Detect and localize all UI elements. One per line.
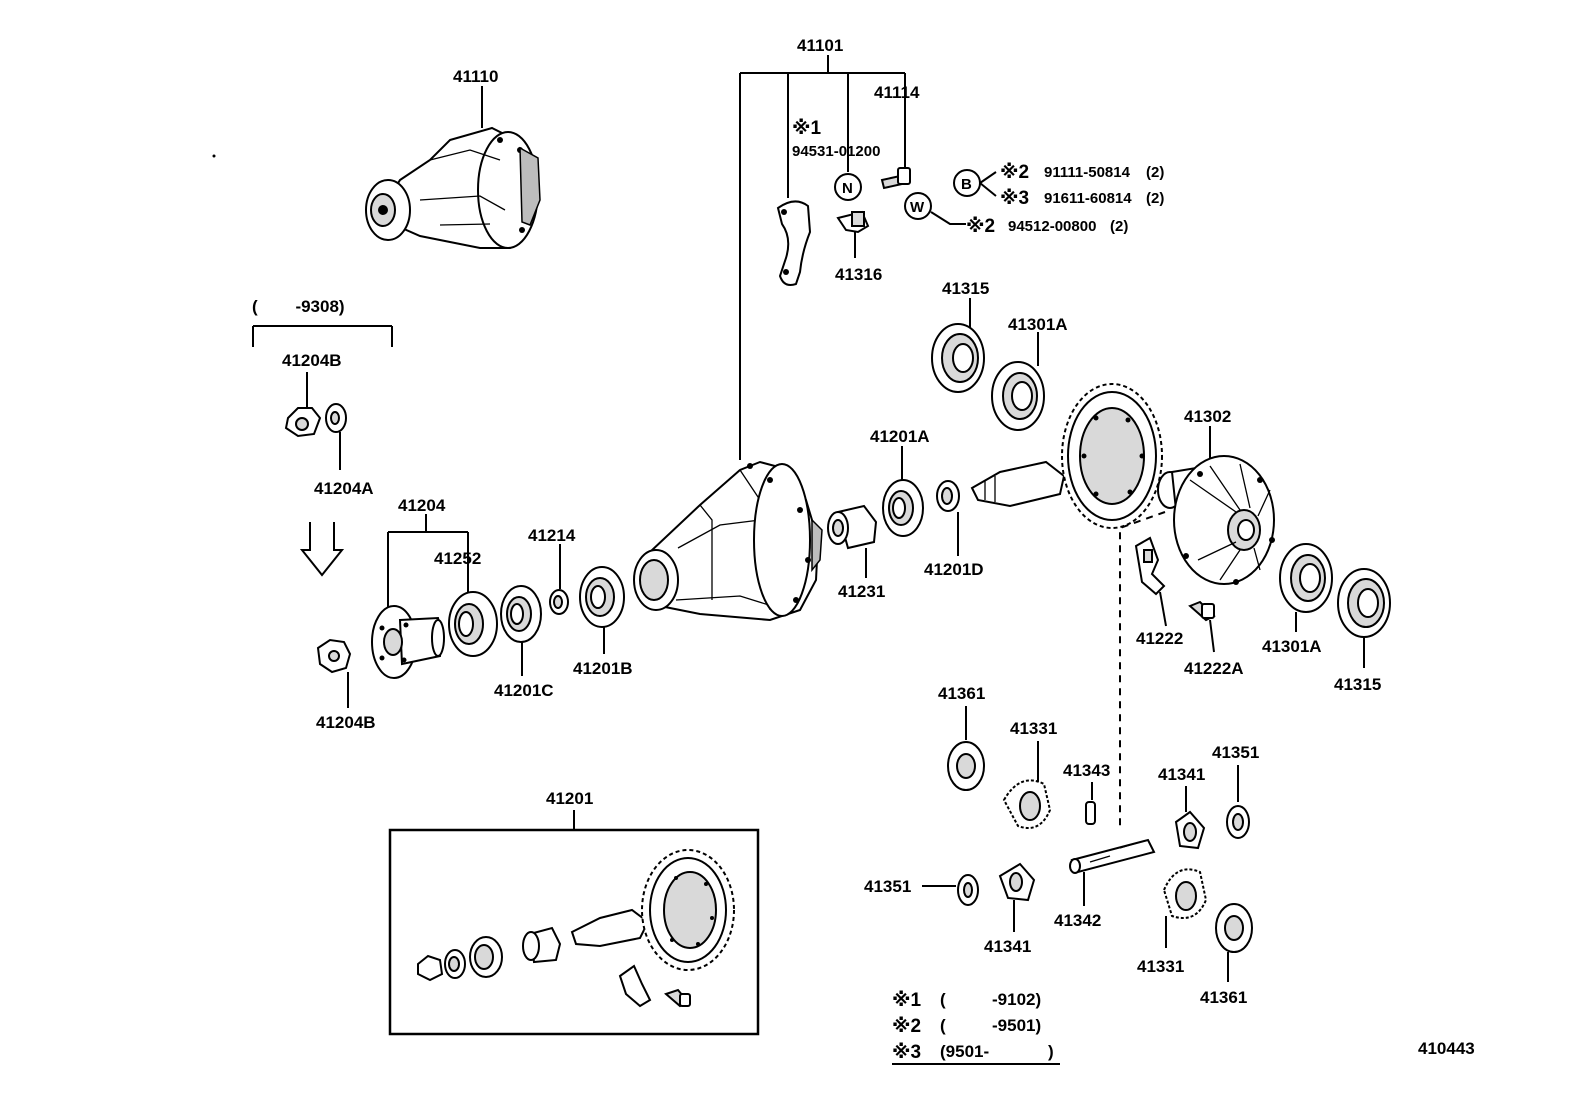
carrier-assembly-41110 xyxy=(365,86,541,249)
label-41204B-bottom: 41204B xyxy=(316,713,376,732)
label-41343: 41343 xyxy=(1063,761,1110,780)
ref-mark-1: ※1 xyxy=(792,118,821,139)
label-41302: 41302 xyxy=(1184,407,1231,426)
carrier-housing xyxy=(633,460,823,622)
diagram-id: 410443 xyxy=(1418,1039,1475,1058)
label-41252: 41252 xyxy=(434,549,481,568)
symbol-W: W xyxy=(910,199,925,216)
legend-range-1: -9102) xyxy=(992,990,1041,1009)
label-41342: 41342 xyxy=(1054,911,1101,930)
label-41214: 41214 xyxy=(528,526,576,545)
differential-case-41302 xyxy=(1157,455,1275,585)
label-91611-60814: 91611-60814 xyxy=(1044,190,1132,207)
label-41201B: 41201B xyxy=(573,659,633,678)
legend-mark-1: ※1 xyxy=(892,990,921,1011)
label-41201A: 41201A xyxy=(870,427,930,446)
legend-range-3: ) xyxy=(1048,1042,1054,1061)
label-41351-left: 41351 xyxy=(864,877,911,896)
label-41231: 41231 xyxy=(838,582,885,601)
kit-box-41201 xyxy=(388,828,760,1036)
qty-91111: (2) xyxy=(1146,164,1164,181)
qty-94512: (2) xyxy=(1110,218,1128,235)
label-41201: 41201 xyxy=(546,789,593,808)
legend-mark-3: ※3 xyxy=(892,1042,921,1063)
legend: ※1 ( -9102) ※2 ( -9501) ※3 (9501- ) xyxy=(892,990,1060,1065)
down-arrow-icon xyxy=(299,522,345,577)
legend-open-3: (9501- xyxy=(940,1042,989,1061)
legend-open-1: ( xyxy=(940,990,946,1009)
label-41341-left: 41341 xyxy=(984,937,1031,956)
ref-mark-3a: ※3 xyxy=(1000,188,1029,209)
label-41341-right: 41341 xyxy=(1158,765,1205,784)
label-41361-bottom: 41361 xyxy=(1200,988,1247,1007)
label-41101: 41101 xyxy=(797,36,843,55)
range-9308: ( -9308) xyxy=(252,297,345,316)
label-41201C: 41201C xyxy=(494,681,554,700)
bracket-9308 xyxy=(252,325,393,347)
kit-box-contents xyxy=(417,849,735,1008)
label-41331-bottom: 41331 xyxy=(1137,957,1184,976)
ref-mark-2b: ※2 xyxy=(966,216,995,237)
ring-and-pinion-gear xyxy=(970,383,1163,529)
label-41201D: 41201D xyxy=(924,560,984,579)
label-94512-00800: 94512-00800 xyxy=(1008,218,1096,235)
label-41114: 41114 xyxy=(874,83,920,102)
label-41315-top: 41315 xyxy=(942,279,989,298)
label-41204: 41204 xyxy=(398,496,446,515)
legend-mark-2: ※2 xyxy=(892,1016,921,1037)
label-94531-01200: 94531-01200 xyxy=(792,143,880,160)
legend-open-2: ( xyxy=(940,1016,946,1035)
bracket-41101 xyxy=(739,55,906,460)
label-41351-right: 41351 xyxy=(1212,743,1259,762)
label-91111-50814: 91111-50814 xyxy=(1044,164,1131,181)
label-41110: 41110 xyxy=(453,67,498,86)
label-41222: 41222 xyxy=(1136,629,1183,648)
label-41222A: 41222A xyxy=(1184,659,1244,678)
legend-range-2: -9501) xyxy=(992,1016,1041,1035)
label-41301A-bottom: 41301A xyxy=(1262,637,1322,656)
label-41204B-top: 41204B xyxy=(282,351,342,370)
label-41204A: 41204A xyxy=(314,479,374,498)
label-41315-bottom: 41315 xyxy=(1334,675,1381,694)
label-41331-top: 41331 xyxy=(1010,719,1057,738)
label-41361-top: 41361 xyxy=(938,684,985,703)
qty-91611: (2) xyxy=(1146,190,1164,207)
label-41316: 41316 xyxy=(835,265,882,284)
symbol-N: N xyxy=(842,180,853,197)
ref-mark-2a: ※2 xyxy=(1000,162,1029,183)
symbol-B: B xyxy=(961,176,972,193)
label-41301A-top: 41301A xyxy=(1008,315,1068,334)
